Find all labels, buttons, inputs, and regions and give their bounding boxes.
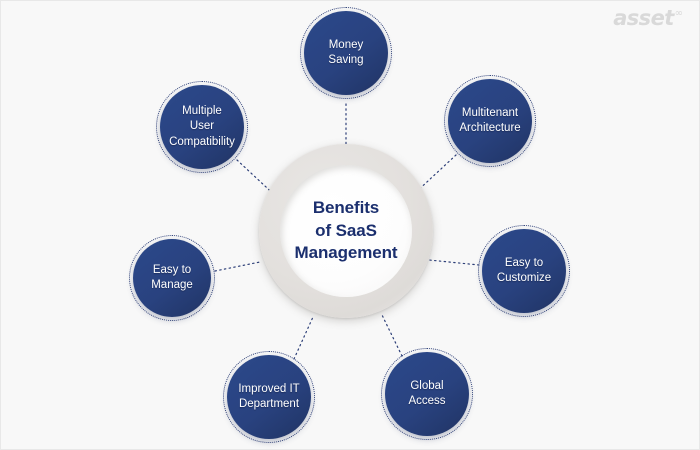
connector-improved-it-department	[293, 316, 314, 360]
node-label-multitenant-architecture: Multitenant Architecture	[459, 106, 521, 134]
node-easy-to-manage[interactable]: Easy to Manage	[133, 239, 211, 317]
infinity-icon: ∞	[674, 8, 683, 19]
node-label-improved-it-department: Improved IT Department	[238, 382, 300, 410]
node-label-global-access: Global Access	[408, 379, 446, 407]
node-multitenant-architecture[interactable]: Multitenant Architecture	[448, 79, 532, 163]
center-hub-inner: Benefits of SaaS Management	[280, 165, 412, 297]
center-hub: Benefits of SaaS Management	[259, 144, 433, 318]
node-multiple-user-compatibility[interactable]: Multiple User Compatibility	[160, 85, 244, 169]
node-global-access[interactable]: Global Access	[385, 352, 469, 436]
node-improved-it-department[interactable]: Improved IT Department	[227, 355, 311, 439]
brand-logo: asset ∞	[613, 8, 683, 29]
diagram-title: Benefits of SaaS Management	[294, 197, 398, 263]
connector-easy-to-customize	[428, 259, 480, 266]
connector-global-access	[381, 314, 403, 357]
node-money-saving[interactable]: Money Saving	[304, 11, 388, 95]
brand-logo-text: asset	[613, 6, 674, 30]
node-label-multiple-user-compatibility: Multiple User Compatibility	[169, 105, 235, 148]
node-label-money-saving: Money Saving	[328, 38, 364, 66]
node-label-easy-to-manage: Easy to Manage	[151, 263, 193, 291]
node-label-easy-to-customize: Easy to Customize	[496, 256, 552, 284]
connector-easy-to-manage	[214, 261, 261, 272]
node-easy-to-customize[interactable]: Easy to Customize	[482, 229, 566, 313]
